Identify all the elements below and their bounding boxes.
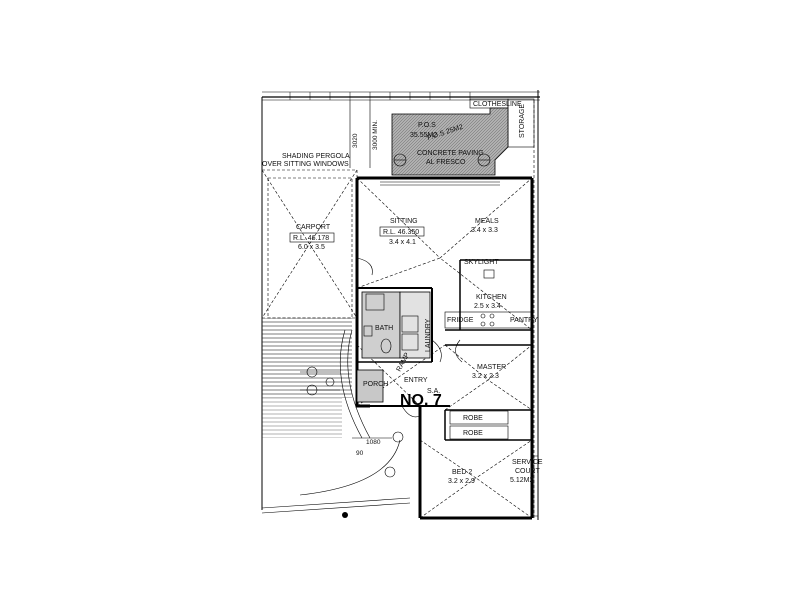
pos-area: P.O.S 35.55M2 P.O.S 25M2 CONCRETE PAVING… — [391, 107, 509, 176]
porch-label: PORCH — [363, 381, 388, 388]
bed2-size: 3.2 x 2.9 — [448, 478, 475, 485]
carport-size: 6.0 x 3.5 — [298, 244, 325, 251]
svg-text:35.55M2: 35.55M2 — [410, 132, 437, 139]
fridge-label: FRIDGE — [447, 317, 474, 324]
skylight-label: SKYLIGHT — [464, 259, 499, 266]
dim-1080: 1080 — [366, 439, 381, 446]
sitting-rl-box — [379, 226, 425, 237]
dim-90: 90 — [356, 450, 364, 457]
sitting-label: SITTING — [390, 218, 418, 225]
pantry-label: PANTRY — [510, 317, 538, 324]
paving-label: CONCRETE PAVING — [417, 150, 484, 157]
service-area: 5.12M2 — [510, 477, 533, 484]
storage-label: STORAGE — [519, 104, 526, 138]
master-size: 3.2 x 2.3 — [472, 373, 499, 380]
carport-label: CARPORT — [296, 224, 331, 231]
bed2-label: BED 2 — [452, 469, 472, 476]
sa-label: S.A. — [427, 388, 440, 395]
meals-size: 3.4 x 3.3 — [471, 227, 498, 234]
deck-area — [262, 318, 352, 438]
robes: ROBE ROBE — [449, 410, 509, 440]
clothesline-box: CLOTHESLINE — [469, 98, 522, 109]
top-dimensions: 3020 3000 MIN. — [349, 100, 379, 168]
meals-label: MEALS — [475, 218, 499, 225]
al-fresco-label: AL FRESCO — [426, 159, 466, 166]
shading-label-2: OVER SITTING WINDOWS — [262, 161, 349, 168]
carport: CARPORT R.L. 46.178 6.0 x 3.5 — [267, 177, 353, 319]
service-label-1: SERVICE — [512, 459, 543, 466]
bath-label: BATH — [375, 325, 393, 332]
carport-rl: R.L. 46.178 — [293, 235, 329, 242]
robe-1-label: ROBE — [463, 415, 483, 422]
laundry-label: LAUNDRY — [425, 318, 432, 352]
porch-area: PORCH — [356, 369, 388, 403]
unit-number: NO. 7 — [400, 392, 442, 409]
service-label-2: COURT — [515, 468, 540, 475]
kitchen-size: 2.5 x 3.4 — [474, 303, 501, 310]
door-swings — [356, 257, 463, 418]
left-markers — [300, 366, 340, 396]
pos-label: P.O.S — [418, 122, 436, 129]
entry-label: ENTRY — [404, 377, 428, 384]
sitting-size: 3.4 x 4.1 — [389, 239, 416, 246]
dim-3020: 3020 — [352, 133, 359, 148]
bath-area: BATH LAUNDRY — [361, 291, 432, 359]
master-label: MASTER — [477, 364, 506, 371]
skylight-box — [483, 269, 495, 279]
kitchen-label: KITCHEN — [476, 294, 507, 301]
clothesline-label: CLOTHESLINE — [473, 101, 522, 108]
service-court: SERVICE COURT 5.12M2 — [510, 455, 543, 517]
dim-3000: 3000 MIN. — [372, 120, 379, 150]
shading-label-1: SHADING PERGOLA — [282, 153, 350, 160]
sitting-rl: R.L. 46.350 — [383, 229, 419, 236]
robe-2-label: ROBE — [463, 430, 483, 437]
kitchen-bench: FRIDGE PANTRY — [444, 311, 538, 329]
